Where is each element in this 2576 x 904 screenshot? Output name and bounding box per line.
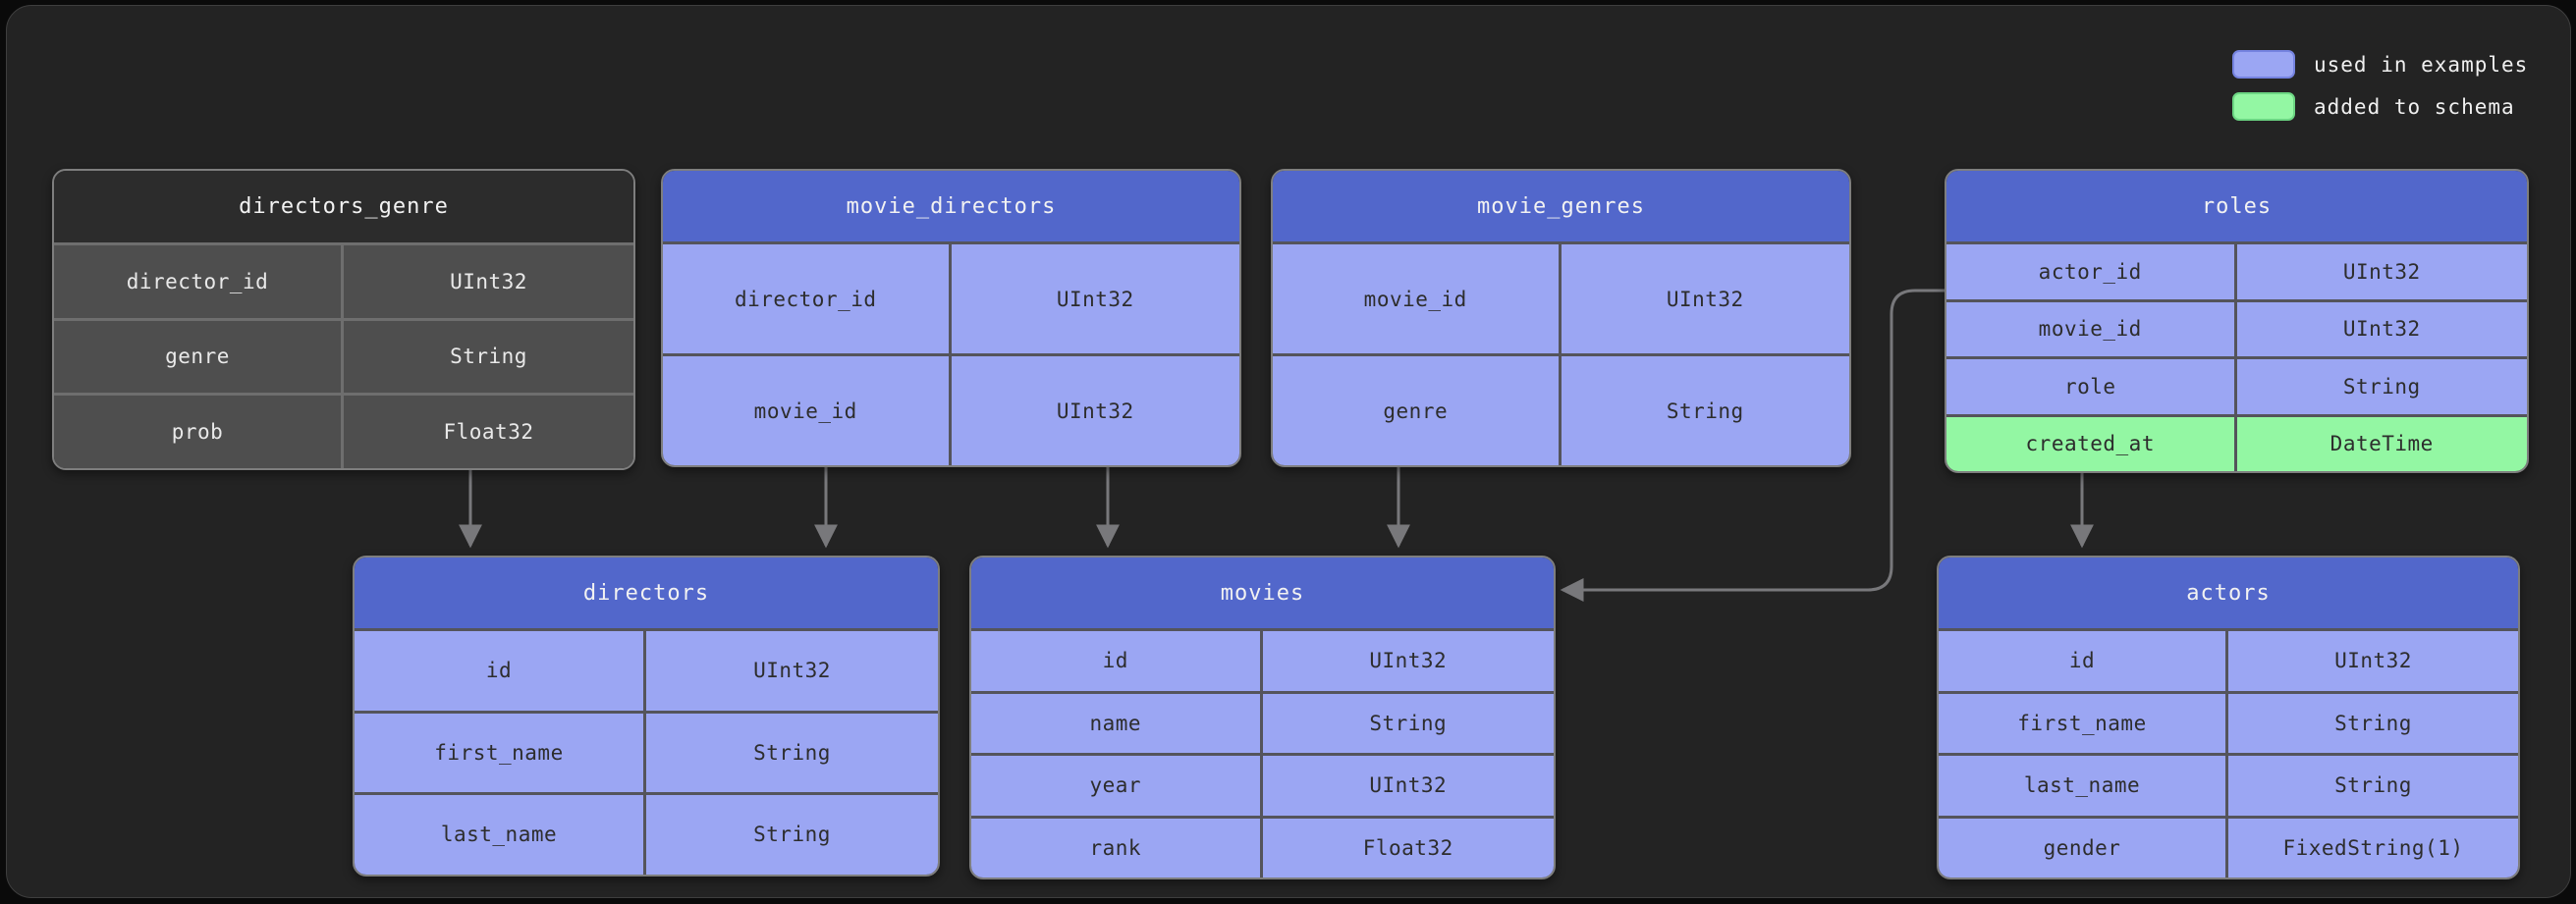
field-type: String	[1666, 399, 1744, 423]
field-row-movie_directors-director_id: director_id UInt32	[663, 241, 1239, 353]
field-name: id	[355, 631, 646, 711]
field-row-actors-id: id UInt32	[1939, 628, 2518, 691]
field-row-directors-last_name: last_name String	[355, 792, 938, 875]
field-name: last_name	[355, 795, 646, 875]
field-row-actors-last_name: last_name String	[1939, 753, 2518, 816]
field-name: id	[1939, 631, 2228, 691]
field-row-directors_genre-prob: prob Float32	[54, 393, 633, 468]
field-row-movies-rank: rank Float32	[971, 815, 1554, 877]
table-title-directors: directors	[355, 558, 938, 628]
legend-label: added to schema	[2314, 94, 2515, 119]
field-name: director_id	[663, 244, 952, 353]
field-row-roles-role: role String	[1946, 356, 2527, 414]
field-type: UInt32	[2342, 317, 2421, 342]
table-title-directors_genre: directors_genre	[54, 171, 633, 242]
field-type: UInt32	[1056, 287, 1134, 311]
table-title-movie_genres: movie_genres	[1273, 171, 1849, 241]
field-type: String	[1369, 711, 1448, 735]
field-name: movie_id	[1946, 301, 2237, 356]
field-name: director_id	[54, 245, 344, 318]
field-row-roles-created_at: created_at DateTime	[1946, 413, 2527, 471]
field-type: String	[2334, 773, 2412, 798]
field-type: UInt32	[1666, 287, 1744, 311]
legend: used in examples added to schema	[2232, 50, 2528, 134]
field-type: String	[450, 345, 527, 369]
legend-swatch-green	[2232, 92, 2295, 121]
field-name: gender	[1939, 818, 2228, 877]
field-name: rank	[971, 818, 1263, 877]
field-row-roles-movie_id: movie_id UInt32	[1946, 298, 2527, 356]
field-name: created_at	[1946, 416, 2237, 471]
table-title-movies: movies	[971, 558, 1554, 628]
legend-label: used in examples	[2314, 52, 2529, 77]
field-name: first_name	[1939, 693, 2228, 753]
field-row-actors-gender: gender FixedString(1)	[1939, 815, 2518, 877]
field-name: last_name	[1939, 756, 2228, 816]
field-row-directors_genre-genre: genre String	[54, 317, 633, 394]
field-type: Float32	[443, 419, 534, 444]
field-name: actor_id	[1946, 244, 2237, 299]
field-name: genre	[54, 320, 344, 394]
field-name: id	[971, 631, 1263, 691]
field-type: String	[2334, 711, 2412, 735]
field-type: UInt32	[1369, 649, 1448, 673]
field-row-actors-first_name: first_name String	[1939, 690, 2518, 753]
field-row-movie_genres-genre: genre String	[1273, 353, 1849, 465]
field-type: UInt32	[1056, 399, 1134, 423]
legend-swatch-blue	[2232, 50, 2295, 79]
field-row-directors-first_name: first_name String	[355, 710, 938, 793]
field-type: UInt32	[450, 269, 527, 293]
field-type: UInt32	[2334, 649, 2412, 673]
table-title-movie_directors: movie_directors	[663, 171, 1239, 241]
field-name: year	[971, 756, 1263, 816]
field-type: String	[753, 823, 831, 847]
field-name: name	[971, 693, 1263, 753]
field-name: movie_id	[1273, 244, 1562, 353]
field-type: Float32	[1362, 835, 1453, 860]
field-row-directors-id: id UInt32	[355, 628, 938, 711]
legend-item-added-to-schema: added to schema	[2232, 92, 2528, 121]
field-type: UInt32	[2342, 259, 2421, 284]
field-type: String	[2342, 374, 2421, 399]
field-row-directors_genre-director_id: director_id UInt32	[54, 242, 633, 318]
field-row-movies-name: name String	[971, 690, 1554, 753]
field-type: UInt32	[1369, 773, 1448, 798]
field-name: movie_id	[663, 356, 952, 465]
field-name: genre	[1273, 356, 1562, 465]
field-type: String	[753, 740, 831, 765]
field-row-movies-id: id UInt32	[971, 628, 1554, 691]
legend-item-used-in-examples: used in examples	[2232, 50, 2528, 79]
field-row-roles-actor_id: actor_id UInt32	[1946, 241, 2527, 299]
field-name: role	[1946, 359, 2237, 414]
field-type: UInt32	[753, 659, 831, 683]
field-type: FixedString(1)	[2282, 835, 2464, 860]
field-type: DateTime	[2329, 432, 2434, 456]
field-name: first_name	[355, 713, 646, 793]
field-row-movies-year: year UInt32	[971, 753, 1554, 816]
table-title-roles: roles	[1946, 171, 2527, 241]
table-title-actors: actors	[1939, 558, 2518, 628]
field-row-movie_directors-movie_id: movie_id UInt32	[663, 353, 1239, 465]
field-name: prob	[54, 396, 344, 468]
field-row-movie_genres-movie_id: movie_id UInt32	[1273, 241, 1849, 353]
